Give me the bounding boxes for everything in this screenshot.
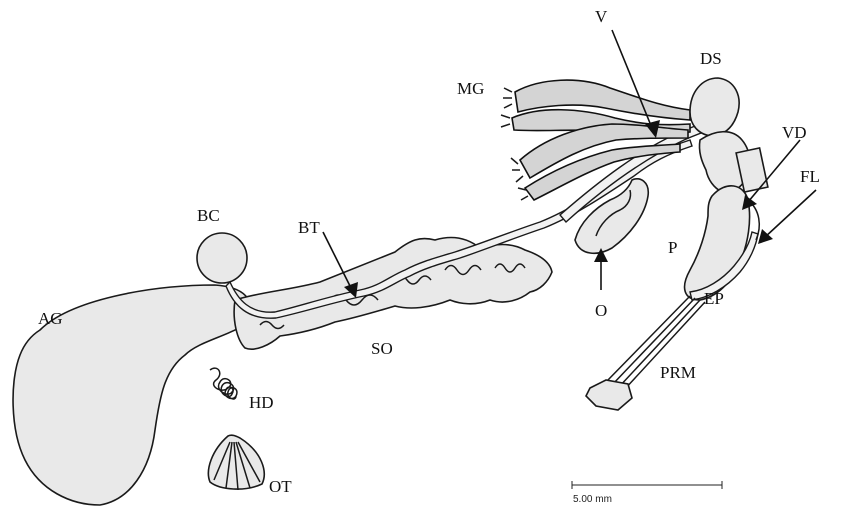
scale-bar: 5.00 mm	[572, 481, 722, 505]
label-p: P	[668, 238, 677, 257]
label-mg: MG	[457, 79, 484, 98]
label-v: V	[595, 7, 608, 26]
label-vd: VD	[782, 123, 807, 142]
label-ds: DS	[700, 49, 722, 68]
dart-sac	[690, 78, 739, 136]
arrow-fl	[758, 190, 816, 244]
label-o: O	[595, 301, 607, 320]
bursa-copulatrix	[197, 233, 247, 283]
arrow-o	[594, 248, 608, 290]
label-hd: HD	[249, 393, 274, 412]
label-fl: FL	[800, 167, 820, 186]
label-bt: BT	[298, 218, 320, 237]
label-ot: OT	[269, 477, 292, 496]
label-bc: BC	[197, 206, 220, 225]
label-ep: EP	[704, 289, 724, 308]
hermaphrodite-duct	[210, 368, 237, 399]
spermoviduct	[234, 238, 552, 350]
label-prm: PRM	[660, 363, 696, 382]
scale-bar-label: 5.00 mm	[573, 494, 612, 505]
label-so: SO	[371, 339, 393, 358]
mucous-glands	[501, 80, 690, 200]
label-ag: AG	[38, 309, 63, 328]
